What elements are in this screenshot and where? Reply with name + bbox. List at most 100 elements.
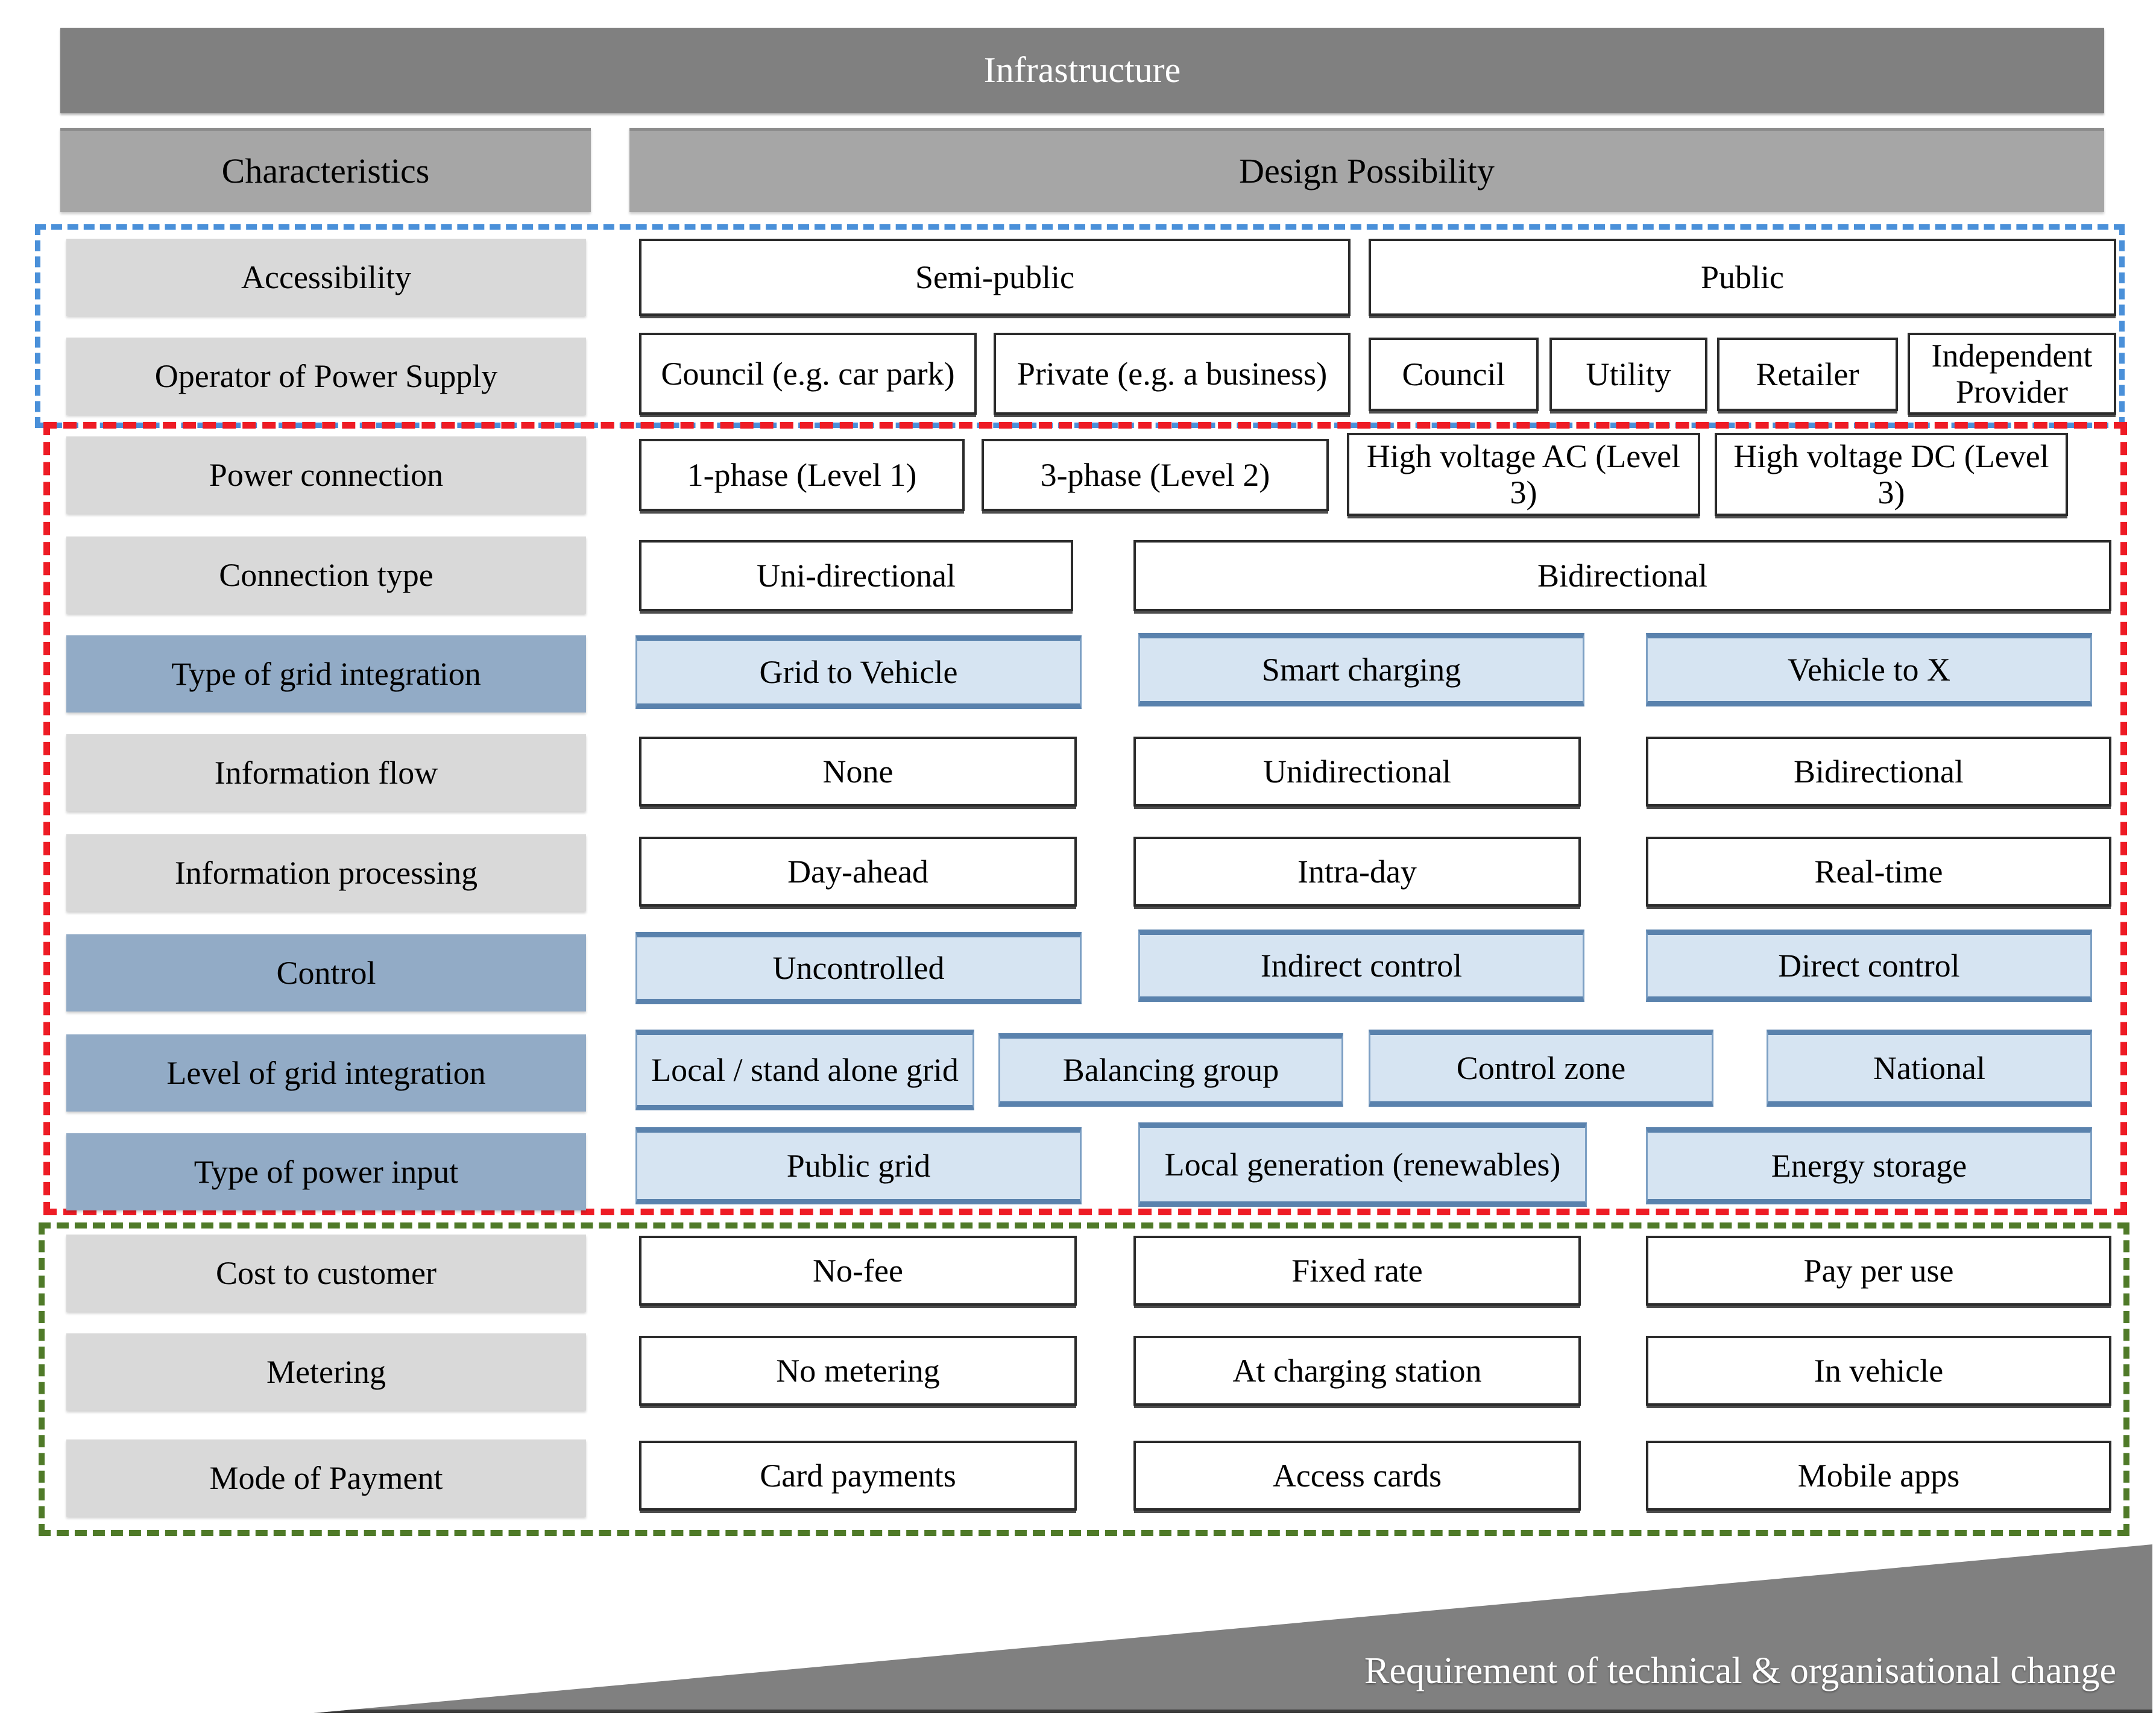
option-council[interactable]: Council — [1369, 338, 1539, 411]
row-label-type-of-grid-integration: Type of grid integration — [66, 635, 586, 713]
option-indirect-control[interactable]: Indirect control — [1138, 930, 1584, 1002]
option-high-voltage-ac[interactable]: High voltage AC (Level 3) — [1347, 433, 1700, 516]
option-council-car-park[interactable]: Council (e.g. car park) — [639, 333, 977, 415]
option-info-flow-unidirectional-label: Unidirectional — [1263, 753, 1451, 790]
option-vehicle-to-x[interactable]: Vehicle to X — [1646, 633, 2092, 706]
option-info-flow-none[interactable]: None — [639, 737, 1077, 807]
row-label-level-of-grid-integration: Level of grid integration — [66, 1034, 586, 1112]
option-3-phase-level-2[interactable]: 3-phase (Level 2) — [982, 439, 1329, 511]
requirement-gradient-triangle: Requirement of technical & organisationa… — [314, 1544, 2152, 1713]
option-semi-public-label: Semi-public — [915, 259, 1074, 295]
option-no-metering[interactable]: No metering — [639, 1336, 1077, 1406]
option-in-vehicle[interactable]: In vehicle — [1646, 1336, 2111, 1406]
option-local-stand-alone-grid-label: Local / stand alone grid — [651, 1051, 959, 1088]
option-intra-day-label: Intra-day — [1297, 853, 1417, 890]
option-energy-storage[interactable]: Energy storage — [1646, 1127, 2092, 1204]
row-label-power-connection: Power connection — [66, 436, 586, 514]
row-label-metering: Metering — [66, 1333, 586, 1411]
option-real-time-label: Real-time — [1814, 853, 1943, 890]
option-info-flow-unidirectional[interactable]: Unidirectional — [1133, 737, 1581, 807]
option-no-metering-label: No metering — [776, 1352, 940, 1389]
option-info-flow-none-label: None — [822, 753, 894, 790]
option-bidirectional-connection-label: Bidirectional — [1537, 557, 1707, 594]
option-real-time[interactable]: Real-time — [1646, 837, 2111, 907]
option-uni-directional[interactable]: Uni-directional — [639, 540, 1073, 611]
column-header-design-possibility-label: Design Possibility — [1239, 151, 1495, 191]
option-control-zone[interactable]: Control zone — [1369, 1030, 1713, 1107]
option-balancing-group-label: Balancing group — [1062, 1051, 1279, 1088]
row-label-connection-type: Connection type — [66, 536, 586, 614]
option-info-flow-bidirectional[interactable]: Bidirectional — [1646, 737, 2111, 807]
option-independent-provider-label: Independent Provider — [1931, 337, 2093, 410]
option-uncontrolled-label: Uncontrolled — [772, 949, 945, 986]
option-pay-per-use[interactable]: Pay per use — [1646, 1236, 2111, 1306]
option-direct-control[interactable]: Direct control — [1646, 930, 2092, 1002]
option-fixed-rate-label: Fixed rate — [1291, 1252, 1423, 1289]
option-day-ahead[interactable]: Day-ahead — [639, 837, 1077, 907]
triangle-label: Requirement of technical & organisationa… — [1364, 1650, 2116, 1691]
option-public-label: Public — [1700, 259, 1784, 295]
option-private-business[interactable]: Private (e.g. a business) — [994, 333, 1351, 415]
row-label-control-text: Control — [276, 954, 376, 991]
option-vehicle-to-x-label: Vehicle to X — [1788, 651, 1950, 688]
option-local-generation-renewables[interactable]: Local generation (renewables) — [1138, 1122, 1587, 1207]
row-label-metering-text: Metering — [266, 1353, 386, 1390]
option-high-voltage-dc[interactable]: High voltage DC (Level 3) — [1715, 433, 2068, 516]
option-mobile-apps[interactable]: Mobile apps — [1646, 1441, 2111, 1511]
banner-infrastructure: Infrastructure — [60, 28, 2104, 113]
option-at-charging-station[interactable]: At charging station — [1133, 1336, 1581, 1406]
option-smart-charging[interactable]: Smart charging — [1138, 633, 1584, 706]
row-label-power-connection-text: Power connection — [209, 456, 444, 493]
option-1-phase-level-1[interactable]: 1-phase (Level 1) — [639, 439, 965, 511]
option-intra-day[interactable]: Intra-day — [1133, 837, 1581, 907]
option-retailer[interactable]: Retailer — [1717, 338, 1898, 411]
row-label-information-flow-text: Information flow — [214, 754, 438, 791]
option-at-charging-station-label: At charging station — [1232, 1352, 1482, 1389]
option-card-payments-label: Card payments — [760, 1457, 956, 1494]
column-header-characteristics-label: Characteristics — [221, 151, 430, 191]
option-fixed-rate[interactable]: Fixed rate — [1133, 1236, 1581, 1306]
option-grid-to-vehicle-label: Grid to Vehicle — [759, 653, 958, 690]
option-independent-provider[interactable]: Independent Provider — [1908, 333, 2116, 415]
row-label-connection-type-text: Connection type — [219, 556, 433, 593]
option-private-business-label: Private (e.g. a business) — [1017, 355, 1328, 392]
option-access-cards-label: Access cards — [1272, 1457, 1442, 1494]
row-label-type-of-grid-integration-text: Type of grid integration — [171, 655, 481, 692]
option-no-fee-label: No-fee — [813, 1252, 903, 1289]
row-label-information-flow: Information flow — [66, 734, 586, 811]
option-in-vehicle-label: In vehicle — [1814, 1352, 1944, 1389]
option-no-fee[interactable]: No-fee — [639, 1236, 1077, 1306]
option-day-ahead-label: Day-ahead — [787, 853, 928, 890]
option-energy-storage-label: Energy storage — [1771, 1147, 1967, 1184]
option-public-grid-label: Public grid — [786, 1147, 931, 1184]
option-national[interactable]: National — [1767, 1030, 2092, 1107]
row-label-cost-to-customer-text: Cost to customer — [216, 1254, 437, 1291]
row-label-type-of-power-input: Type of power input — [66, 1133, 586, 1210]
option-high-voltage-dc-label: High voltage DC (Level 3) — [1733, 438, 2049, 511]
column-header-design-possibility: Design Possibility — [629, 128, 2104, 212]
row-label-mode-of-payment-text: Mode of Payment — [209, 1459, 443, 1496]
row-label-information-processing: Information processing — [66, 834, 586, 911]
row-label-operator-of-power-supply: Operator of Power Supply — [66, 338, 586, 415]
option-access-cards[interactable]: Access cards — [1133, 1441, 1581, 1511]
option-local-stand-alone-grid[interactable]: Local / stand alone grid — [635, 1030, 974, 1110]
row-label-information-processing-text: Information processing — [174, 854, 478, 891]
option-bidirectional-connection[interactable]: Bidirectional — [1133, 540, 2111, 611]
option-public-grid[interactable]: Public grid — [635, 1127, 1082, 1204]
option-control-zone-label: Control zone — [1456, 1049, 1626, 1086]
option-card-payments[interactable]: Card payments — [639, 1441, 1077, 1511]
option-1-phase-label: 1-phase (Level 1) — [687, 456, 917, 493]
option-retailer-label: Retailer — [1756, 356, 1859, 392]
option-public[interactable]: Public — [1369, 239, 2116, 316]
option-utility[interactable]: Utility — [1549, 338, 1707, 411]
row-label-accessibility-text: Accessibility — [241, 259, 411, 295]
option-balancing-group[interactable]: Balancing group — [998, 1033, 1343, 1107]
option-grid-to-vehicle[interactable]: Grid to Vehicle — [635, 635, 1082, 709]
option-uncontrolled[interactable]: Uncontrolled — [635, 932, 1082, 1004]
row-label-accessibility: Accessibility — [66, 239, 586, 316]
option-semi-public[interactable]: Semi-public — [639, 239, 1351, 316]
row-label-type-of-power-input-text: Type of power input — [194, 1153, 459, 1190]
option-local-generation-label: Local generation (renewables) — [1164, 1146, 1561, 1183]
row-label-operator-text: Operator of Power Supply — [154, 357, 498, 394]
option-mobile-apps-label: Mobile apps — [1797, 1457, 1960, 1494]
